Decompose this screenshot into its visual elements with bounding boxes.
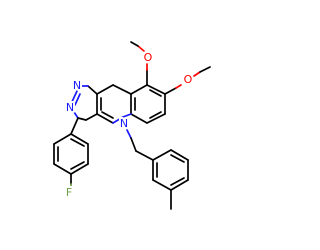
bond [170,177,185,186]
bond [149,89,162,97]
bond [70,133,89,145]
bond [146,84,166,95]
bond [74,93,81,106]
bond [130,113,148,124]
bond [170,154,185,163]
bond [152,179,172,191]
bond [53,133,72,145]
bond [96,113,114,124]
bond [70,161,85,170]
bond [77,117,87,121]
bond [130,84,148,95]
bond [175,84,182,89]
bond [87,85,98,95]
methoxy-groups [130,41,211,95]
atom-label-f: F [66,186,72,199]
bond [152,149,172,161]
fluorophenyl-group [53,117,89,189]
bond [70,117,79,135]
bond [130,41,139,47]
bond [170,179,189,191]
bond [126,129,132,139]
molecule-structure-diagram: N N N O O F [53,41,211,210]
atom-labels: N N N O O F [64,49,195,201]
bond [122,113,132,118]
bond [149,111,162,119]
benzo-ring [130,84,166,124]
atom-label-n1: N [73,79,81,92]
bond [146,113,166,124]
atom-label-n2: N [66,101,74,114]
bond [170,149,189,161]
atom-label-o8: O [184,73,193,86]
bond [53,163,72,175]
pyridine-ring [96,84,132,124]
pyrazole-ring [70,85,98,121]
bond [135,150,154,161]
bond [71,108,79,119]
bond [199,66,211,73]
bond [193,71,201,77]
bond [112,116,124,124]
bond [112,84,132,95]
atom-label-o7: O [144,51,153,64]
bond [70,163,89,175]
bond [137,45,145,52]
bond [70,138,85,147]
bond [101,111,114,119]
bond [164,87,177,95]
bond [96,84,114,95]
atom-label-n5: N [120,117,128,130]
bond [85,113,98,121]
bond [130,137,137,152]
methylbenzyl-group [126,129,189,210]
bond [70,90,78,105]
